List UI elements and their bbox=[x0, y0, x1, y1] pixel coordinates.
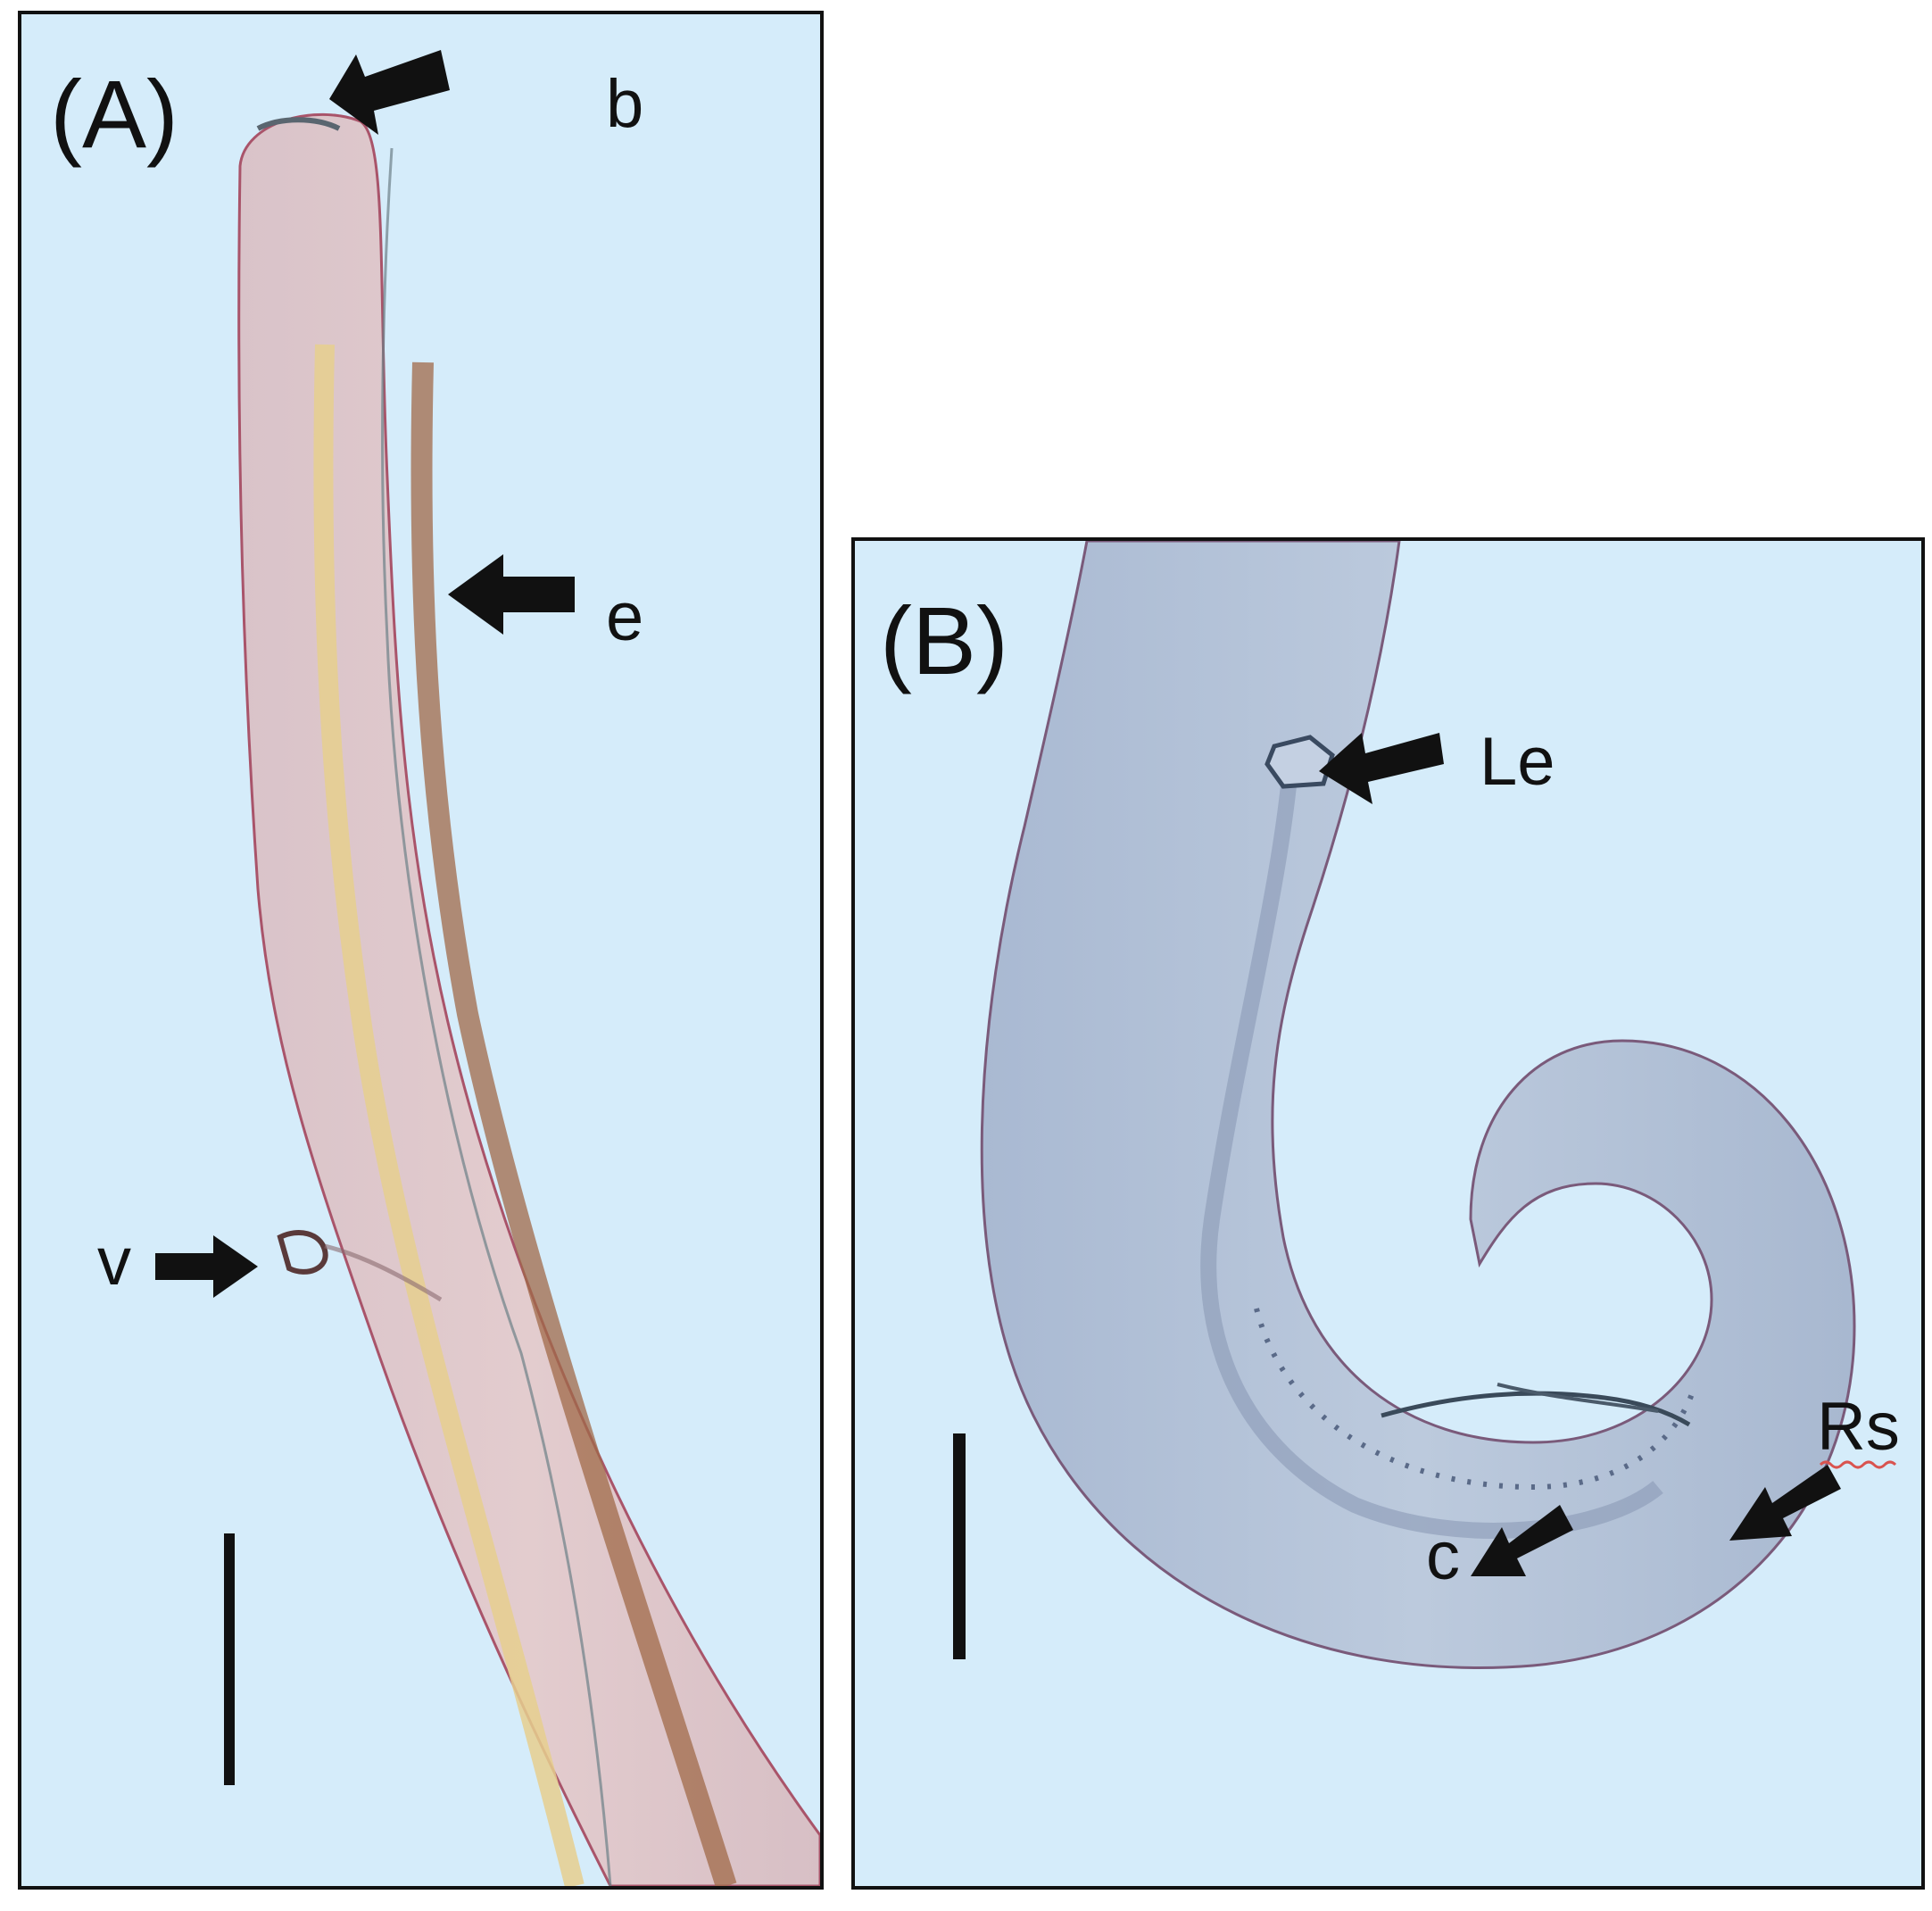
buccal-capsule bbox=[256, 117, 341, 131]
arrow-icon bbox=[1471, 1505, 1573, 1576]
annotation-rs: Rs bbox=[1817, 1389, 1900, 1465]
panel-b: (B) Le Rs c bbox=[851, 537, 1925, 1890]
vulva bbox=[277, 1230, 328, 1275]
oesophagus bbox=[410, 361, 737, 1886]
spicule bbox=[1381, 1391, 1691, 1427]
scale-bar bbox=[953, 1433, 966, 1659]
panel-a-label: (A) bbox=[50, 60, 178, 168]
annotation-le: Le bbox=[1480, 724, 1555, 800]
excretory-canal bbox=[381, 147, 612, 1886]
arrow-icon bbox=[448, 554, 575, 635]
intestine bbox=[1200, 745, 1663, 1539]
panel-b-label: (B) bbox=[880, 586, 1008, 694]
arrow-icon bbox=[329, 50, 450, 135]
annotation-e: e bbox=[606, 579, 644, 655]
arrow-icon bbox=[155, 1235, 258, 1298]
annotation-b: b bbox=[606, 66, 644, 142]
arrow-icon bbox=[1319, 733, 1444, 804]
annotation-c: c bbox=[1426, 1518, 1460, 1594]
annotation-v: v bbox=[97, 1224, 131, 1300]
panel-b-micrograph bbox=[855, 541, 1921, 1886]
lateral-line bbox=[313, 344, 585, 1886]
arrow-icon bbox=[1729, 1465, 1841, 1541]
scale-bar bbox=[224, 1533, 235, 1785]
panel-a-micrograph bbox=[21, 14, 820, 1886]
cephalic-structure bbox=[1265, 735, 1335, 789]
panel-a: (A) b e v bbox=[18, 11, 824, 1890]
nematode-posterior-body bbox=[980, 541, 1856, 1669]
